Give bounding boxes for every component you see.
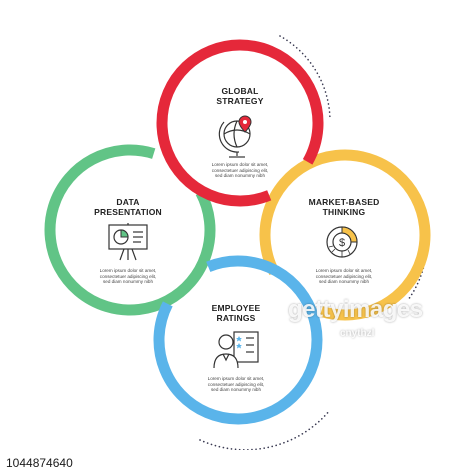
step-title-market-based-thinking: MARKET-BASED THINKING	[308, 197, 380, 217]
step-title-employee-ratings: EMPLOYEE RATINGS	[211, 303, 261, 323]
step-body-market-based-thinking: Lorem ipsum dolor sit amet, consectetuer…	[315, 268, 373, 285]
image-id-label: 1044874640	[6, 456, 73, 470]
watermark-brand: gettyimages	[288, 296, 423, 323]
step-body-employee-ratings: Lorem ipsum dolor sit amet, consectetuer…	[207, 376, 265, 393]
step-body-data-presentation: Lorem ipsum dolor sit amet, consectetuer…	[99, 268, 157, 285]
footer-bar: 1044874640	[0, 450, 474, 474]
step-title-global-strategy: GLOBAL STRATEGY	[216, 86, 264, 106]
svg-text:$: $	[339, 237, 345, 249]
presentation-board-icon	[108, 223, 148, 261]
employee-rating-icon	[213, 331, 259, 369]
ring-blue	[153, 255, 323, 425]
dotted-arc-top-right	[279, 35, 331, 121]
watermark-credit: cnythzl	[340, 328, 375, 339]
dollar-chart-icon: $	[326, 226, 358, 258]
ring-red	[156, 39, 324, 207]
globe-with-pin-icon	[218, 115, 252, 158]
step-title-data-presentation: DATA PRESENTATION	[94, 197, 162, 217]
step-body-global-strategy: Lorem ipsum dolor sit amet, consectetuer…	[211, 162, 269, 179]
